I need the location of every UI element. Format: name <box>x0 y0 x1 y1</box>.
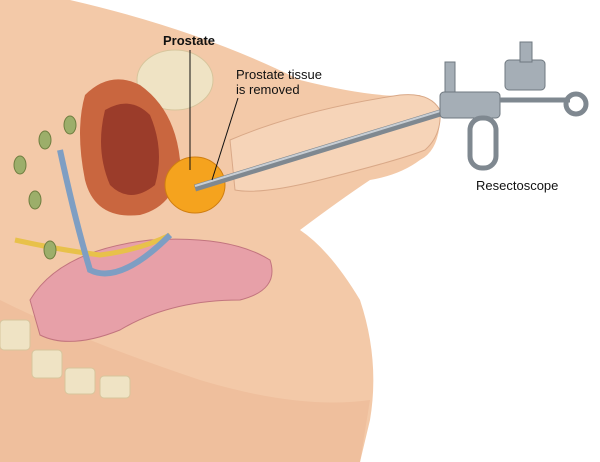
resectoscope-instrument <box>193 41 589 192</box>
vas-deferens <box>14 232 172 258</box>
pubic-bone <box>136 49 214 111</box>
tissue-leader <box>211 97 239 181</box>
label-tissue-line1: Prostate tissue <box>236 67 322 82</box>
lymph-nodes <box>13 115 77 260</box>
buttock <box>0 300 370 462</box>
sacrum <box>0 319 131 399</box>
bladder-interior <box>101 103 159 195</box>
label-tissue-line2: is removed <box>236 82 300 97</box>
vein <box>57 149 173 277</box>
label-resectoscope: Resectoscope <box>476 178 559 193</box>
label-prostate: Prostate <box>163 33 216 48</box>
label-tissue-removed: Prostate tissue is removed <box>236 67 322 97</box>
